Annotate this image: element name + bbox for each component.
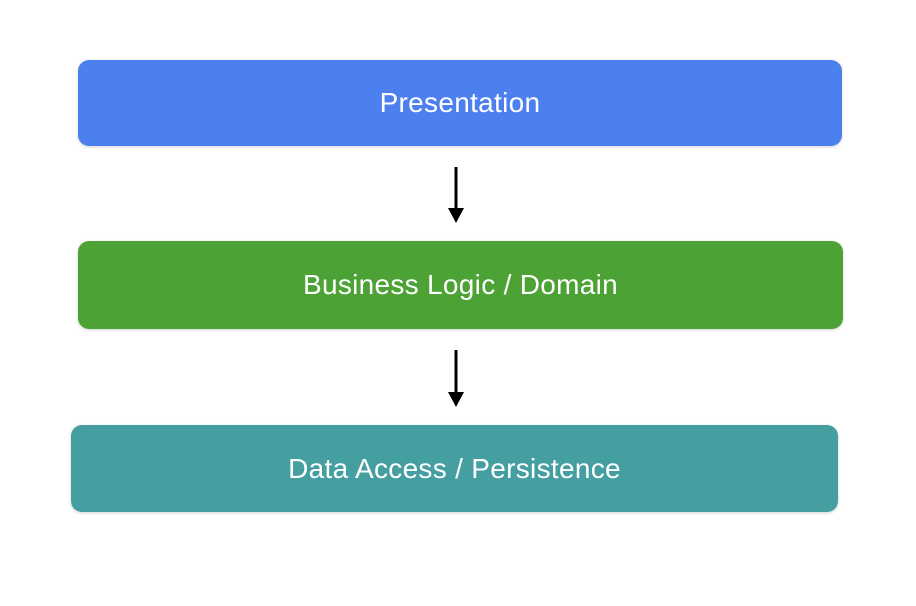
layer-label-business-logic: Business Logic / Domain [302, 269, 619, 300]
down-arrow-icon [448, 167, 464, 223]
down-arrow-icon [448, 350, 464, 407]
layer-label-presentation: Presentation [379, 87, 541, 118]
layer-box-data-access[interactable]: Data Access / Persistence [71, 425, 838, 512]
layer-box-business-logic[interactable]: Business Logic / Domain [78, 241, 843, 329]
layer-box-presentation[interactable]: Presentation [78, 60, 842, 146]
layer-label-data-access: Data Access / Persistence [288, 452, 621, 484]
